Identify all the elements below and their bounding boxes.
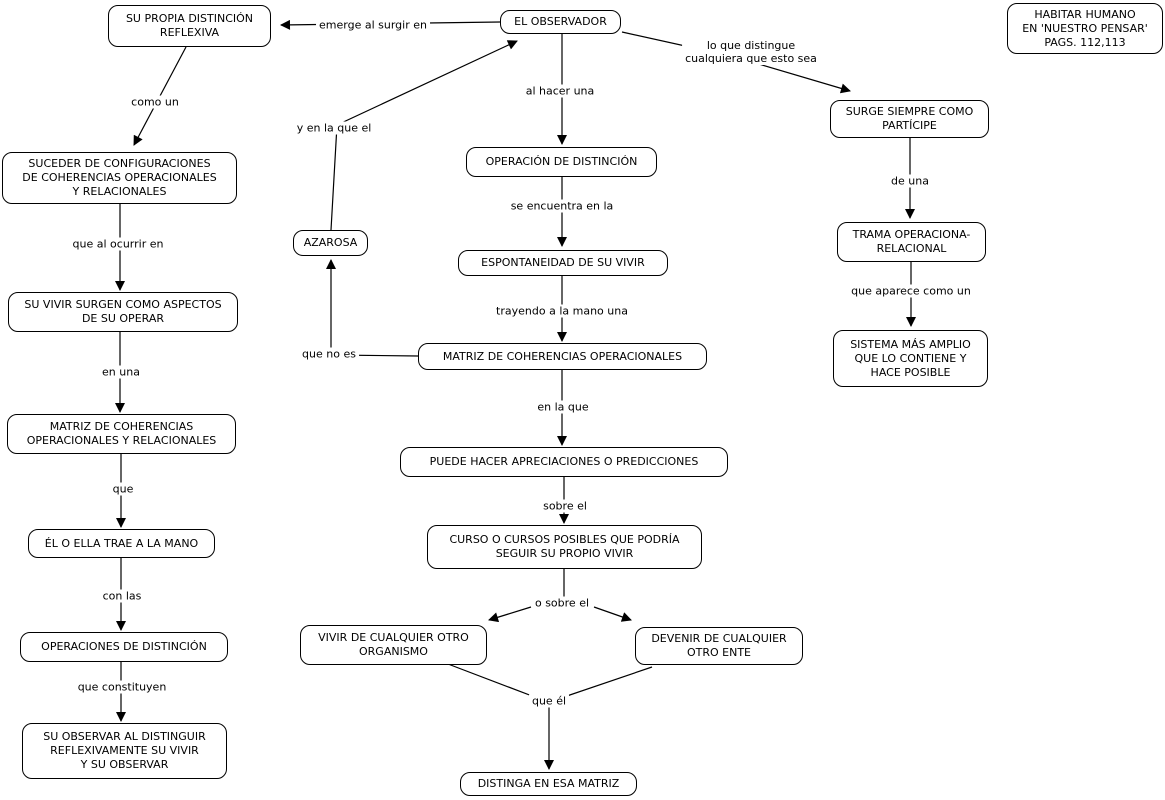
link-label-se-encuentra-en-la: se encuentra en la [507, 199, 617, 213]
link-label-sobre-el: sobre el [540, 499, 590, 513]
node-su-propia-distincion-reflexiva[interactable]: SU PROPIA DISTINCIÓN REFLEXIVA [108, 5, 271, 47]
link-label-en-la-que: en la que [534, 400, 592, 414]
link-label-que-al-ocurrir-en: que al ocurrir en [69, 237, 167, 251]
node-suceder-de-configuraciones[interactable]: SUCEDER DE CONFIGURACIONES DE COHERENCIA… [2, 152, 237, 204]
node-distinga-en-esa-matriz[interactable]: DISTINGA EN ESA MATRIZ [460, 772, 637, 796]
node-surge-siempre-como-participe[interactable]: SURGE SIEMPRE COMO PARTÍCIPE [830, 100, 989, 138]
link-label-en-una: en una [99, 365, 143, 379]
node-habitar-humano-titulo[interactable]: HABITAR HUMANO EN 'NUESTRO PENSAR' PAGS.… [1007, 3, 1163, 54]
link-label-y-en-la-que-el: y en la que el [293, 121, 375, 135]
link-label-de-una: de una [888, 174, 932, 188]
line-vivir-to-que-el [447, 663, 541, 700]
arrow-o-sobre-el-to-devenir [593, 606, 632, 622]
link-label-con-las: con las [99, 589, 145, 603]
node-azarosa[interactable]: AZAROSA [293, 230, 368, 256]
node-vivir-de-cualquier-otro-organismo[interactable]: VIVIR DE CUALQUIER OTRO ORGANISMO [300, 625, 487, 665]
link-label-como-un: como un [128, 95, 182, 109]
node-espontaneidad-de-su-vivir[interactable]: ESPONTANEIDAD DE SU VIVIR [458, 250, 668, 276]
node-matriz-operacionales-relacionales[interactable]: MATRIZ DE COHERENCIAS OPERACIONALES Y RE… [7, 414, 236, 454]
arrow-azarosa-to-observador [330, 40, 518, 231]
node-el-o-ella-trae-a-la-mano[interactable]: ÉL O ELLA TRAE A LA MANO [28, 529, 215, 558]
node-su-observar-al-distinguir[interactable]: SU OBSERVAR AL DISTINGUIR REFLEXIVAMENTE… [22, 723, 227, 779]
link-label-que-no-es: que no es [299, 347, 359, 361]
node-matriz-de-coherencias-operacionales[interactable]: MATRIZ DE COHERENCIAS OPERACIONALES [418, 343, 707, 370]
link-label-que-constituyen: que constituyen [74, 680, 170, 694]
link-label-emerge-al-surgir-en: emerge al surgir en [316, 18, 430, 32]
node-sistema-mas-amplio[interactable]: SISTEMA MÁS AMPLIO QUE LO CONTIENE Y HAC… [833, 330, 988, 387]
node-operacion-de-distincion[interactable]: OPERACIÓN DE DISTINCIÓN [466, 147, 657, 177]
arrow-o-sobre-el-to-vivir [488, 606, 532, 623]
link-label-que-el: que él [528, 694, 570, 708]
node-puede-hacer-apreciaciones[interactable]: PUEDE HACER APRECIACIONES O PREDICCIONES [400, 447, 728, 477]
link-label-o-sobre-el: o sobre el [531, 596, 593, 610]
node-devenir-de-cualquier-otro-ente[interactable]: DEVENIR DE CUALQUIER OTRO ENTE [635, 627, 803, 665]
line-devenir-to-que-el [557, 666, 653, 700]
node-su-vivir-surgen[interactable]: SU VIVIR SURGEN COMO ASPECTOS DE SU OPER… [8, 292, 238, 332]
link-label-trayendo-a-la-mano-una: trayendo a la mano una [493, 304, 631, 318]
link-label-que: que [109, 482, 137, 496]
node-curso-o-cursos-posibles[interactable]: CURSO O CURSOS POSIBLES QUE PODRÍA SEGUI… [427, 525, 702, 569]
link-label-al-hacer-una: al hacer una [522, 84, 598, 98]
node-trama-operacional-relacional[interactable]: TRAMA OPERACIONA- RELACIONAL [837, 222, 986, 262]
node-operaciones-de-distincion[interactable]: OPERACIONES DE DISTINCIÓN [20, 632, 228, 662]
link-label-lo-que-distingue: lo que distingue cualquiera que esto sea [682, 39, 820, 65]
node-el-observador[interactable]: EL OBSERVADOR [500, 10, 621, 34]
link-label-que-aparece-como-un: que aparece como un [848, 284, 974, 298]
